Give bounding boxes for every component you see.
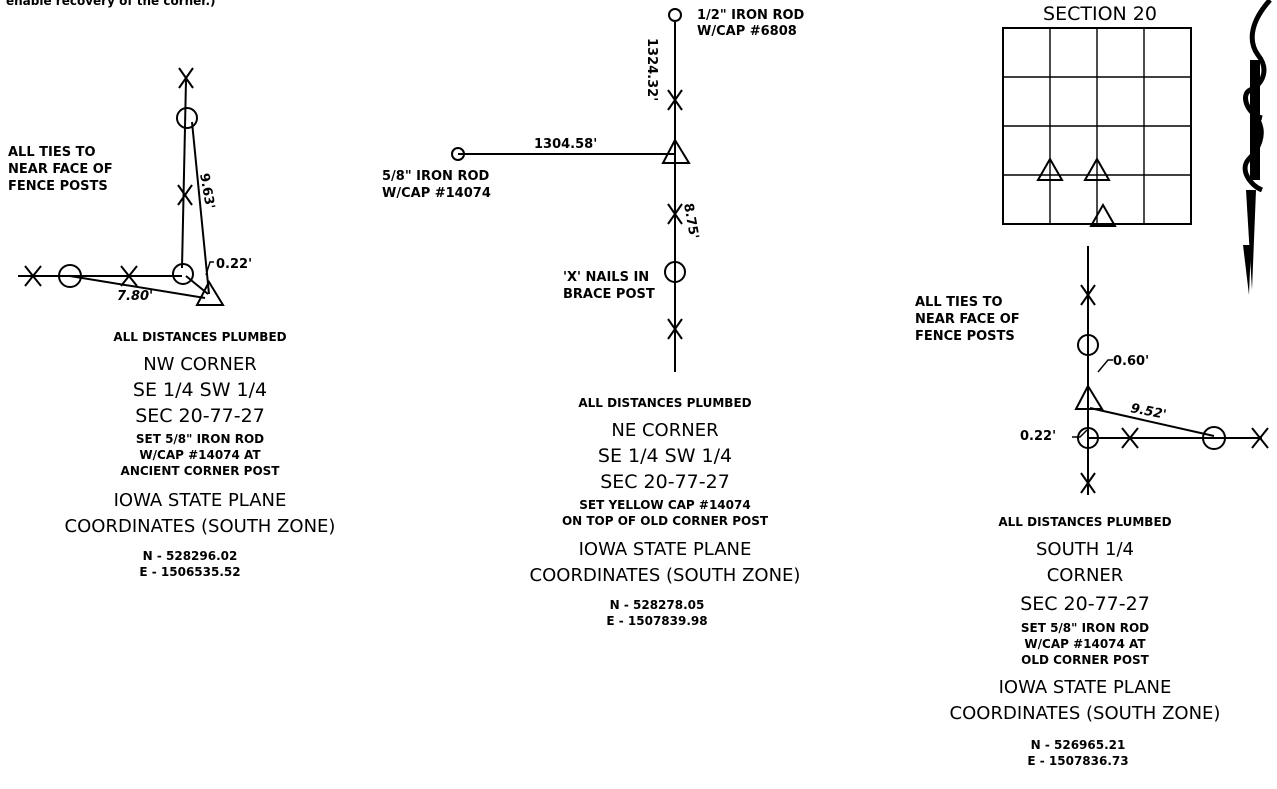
ne-x-2 [667,203,683,225]
south-monument-1: SET 5/8" IRON ROD [1021,621,1149,635]
south-x-far [1251,427,1269,449]
south-circle-corner [1077,427,1099,449]
section-label: SECTION 20 [1043,3,1157,25]
south-circle-top [1077,334,1099,356]
ne-monument-2: ON TOP OF OLD CORNER POST [562,514,769,528]
south-title-2: CORNER [1047,565,1124,586]
nw-zone: COORDINATES (SOUTH ZONE) [65,516,336,537]
south-plane: IOWA STATE PLANE [999,677,1172,698]
nw-aliquot: SE 1/4 SW 1/4 [133,379,267,401]
ne-plane: IOWA STATE PLANE [579,539,752,560]
ne-sec: SEC 20-77-27 [600,471,730,493]
section-key: SECTION 20 [1002,3,1192,227]
nw-corner-sketch: ALL TIES TO NEAR FACE OF FENCE POSTS 9.6… [8,67,252,306]
south-monument-2: W/CAP #14074 AT [1024,637,1146,651]
nw-x-right [120,265,138,287]
ne-dist-south: 8.75' [680,202,701,240]
south-circle-right [1202,426,1226,450]
ne-nails-2: BRACE POST [563,287,655,302]
ne-dist-west: 1304.58' [534,137,597,152]
nw-ties-note-3: FENCE POSTS [8,179,108,194]
section-triangle-nw [1036,156,1064,181]
section-triangle-ne [1083,156,1111,181]
ne-nails-1: 'X' NAILS IN [563,270,649,285]
south-plumbed: ALL DISTANCES PLUMBED [998,515,1171,529]
ne-x-3 [667,318,683,340]
nw-x-left [24,265,42,287]
nw-x-mid [177,184,193,206]
ne-rod-north-1: 1/2" IRON ROD [697,8,805,23]
ne-x-1 [667,89,683,111]
south-x-right [1121,427,1139,449]
ne-rod-north-circle [668,8,682,22]
ne-rod-west-circle [451,147,465,161]
nw-monument-2: W/CAP #14074 AT [139,448,261,462]
south-corner-label-block: ALL DISTANCES PLUMBED SOUTH 1/4 CORNER S… [950,515,1221,768]
nw-ties-note-2: NEAR FACE OF [8,162,113,177]
south-dist-b: 9.52' [1129,401,1167,423]
south-x-top [1080,284,1096,306]
south-triangle [1074,383,1104,410]
south-x-bottom [1080,472,1096,494]
nw-dist-c: 7.80' [117,289,153,304]
south-ties-note-3: FENCE POSTS [915,329,1015,344]
section-triangle-s [1089,202,1117,227]
nw-sec: SEC 20-77-27 [135,405,265,427]
south-corner-sketch: ALL TIES TO NEAR FACE OF FENCE POSTS 0.6… [915,246,1269,495]
nw-east: E - 1506535.52 [139,565,240,579]
ne-corner-sketch: 1/2" IRON ROD W/CAP #6808 1324.32' 1304.… [382,8,805,372]
ne-corner-label-block: ALL DISTANCES PLUMBED NE CORNER SE 1/4 S… [530,396,801,628]
nw-monument-1: SET 5/8" IRON ROD [136,432,264,446]
nw-circle-left [58,264,82,288]
nw-ties-note-1: ALL TIES TO [8,145,96,160]
nw-x-top [178,67,194,89]
ne-triangle [661,137,691,164]
nw-dist-b: 0.22' [216,257,252,272]
ne-dist-north: 1324.32' [644,38,659,101]
nw-circle-corner [172,263,194,285]
ne-rod-west-2: W/CAP #14074 [382,186,491,201]
south-north: N - 526965.21 [1031,738,1126,752]
south-sec: SEC 20-77-27 [1020,593,1150,615]
south-dist-a: 0.60' [1113,354,1149,369]
south-zone: COORDINATES (SOUTH ZONE) [950,703,1221,724]
nw-triangle [195,279,225,306]
north-arrow-icon [1242,0,1272,295]
nw-plane: IOWA STATE PLANE [114,490,287,511]
ne-aliquot: SE 1/4 SW 1/4 [598,445,732,467]
ne-monument-1: SET YELLOW CAP #14074 [579,498,750,512]
nw-circle-top [176,107,198,129]
nw-title: NW CORNER [143,354,257,375]
south-title: SOUTH 1/4 [1036,539,1134,560]
ne-rod-north-2: W/CAP #6808 [697,24,797,39]
nw-north: N - 528296.02 [143,549,238,563]
nw-plumbed: ALL DISTANCES PLUMBED [113,330,286,344]
ne-rod-west-1: 5/8" IRON ROD [382,169,490,184]
intro-fragment: enable recovery of the corner.) [6,0,216,8]
south-ties-note-1: ALL TIES TO [915,295,1003,310]
nw-dist-a: 9.63' [196,172,217,210]
south-dist-c: 0.22' [1020,429,1056,444]
ne-north: N - 528278.05 [610,598,705,612]
ne-east: E - 1507839.98 [606,614,707,628]
ne-circle-post [664,261,686,283]
ne-plumbed: ALL DISTANCES PLUMBED [578,396,751,410]
south-east: E - 1507836.73 [1027,754,1128,768]
nw-monument-3: ANCIENT CORNER POST [121,464,281,478]
south-monument-3: OLD CORNER POST [1021,653,1150,667]
nw-corner-label-block: ALL DISTANCES PLUMBED NW CORNER SE 1/4 S… [65,330,336,579]
south-ties-note-2: NEAR FACE OF [915,312,1020,327]
ne-zone: COORDINATES (SOUTH ZONE) [530,565,801,586]
ne-title: NE CORNER [611,420,718,441]
